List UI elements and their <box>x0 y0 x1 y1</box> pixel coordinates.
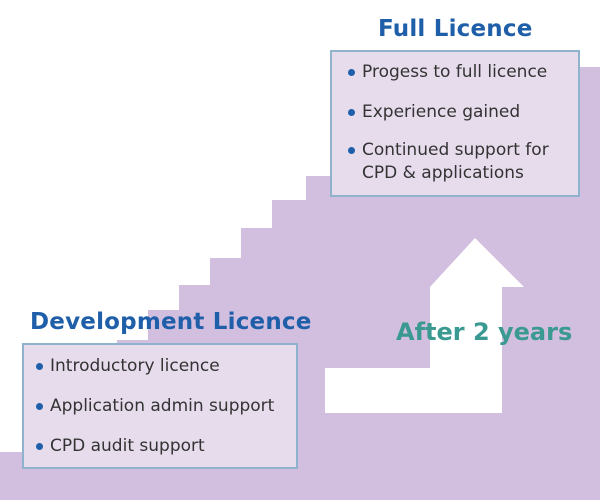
development-licence-box: Introductory licence Application admin s… <box>22 343 298 469</box>
bullet-icon <box>348 69 355 76</box>
bullet-icon <box>36 403 43 410</box>
list-item: Progess to full licence <box>346 61 568 84</box>
development-licence-list: Introductory licence Application admin s… <box>34 355 286 458</box>
bullet-icon <box>36 443 43 450</box>
full-licence-item-1: Progess to full licence <box>362 62 548 82</box>
list-item: CPD audit support <box>34 435 286 458</box>
development-licence-item-3: CPD audit support <box>50 436 205 456</box>
list-item: Introductory licence <box>34 355 286 378</box>
full-licence-title: Full Licence <box>378 16 533 42</box>
full-licence-item-2: Experience gained <box>362 102 521 122</box>
development-licence-title: Development Licence <box>30 309 312 335</box>
list-item: Experience gained <box>346 101 568 124</box>
bullet-icon <box>36 363 43 370</box>
after-2-years-label: After 2 years <box>396 318 573 346</box>
development-licence-item-2: Application admin support <box>50 396 275 416</box>
list-item: Continued support for CPD & applications <box>346 139 568 185</box>
bullet-icon <box>348 147 355 154</box>
full-licence-list: Progess to full licence Experience gaine… <box>346 61 568 185</box>
up-turn-arrow-icon <box>325 238 524 413</box>
bullet-icon <box>348 109 355 116</box>
list-item: Application admin support <box>34 395 286 418</box>
full-licence-box: Progess to full licence Experience gaine… <box>330 50 580 197</box>
full-licence-item-3: Continued support for CPD & applications <box>362 140 549 183</box>
development-licence-item-1: Introductory licence <box>50 356 220 376</box>
